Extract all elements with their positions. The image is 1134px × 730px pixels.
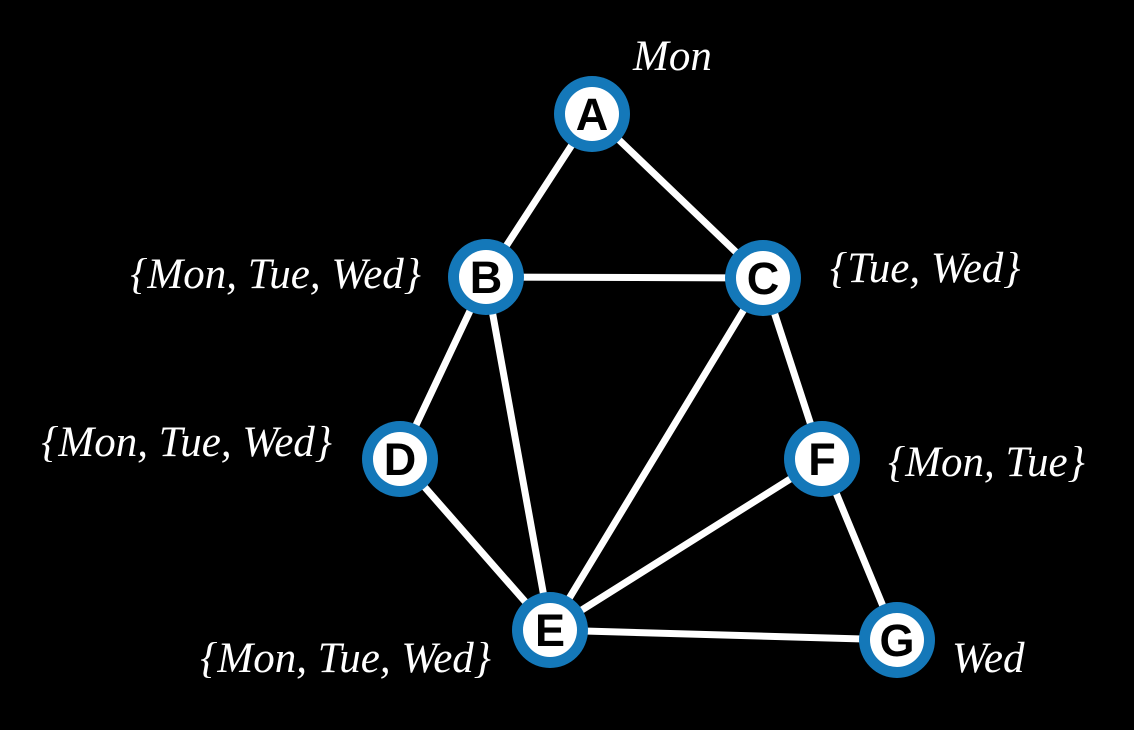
node-E: E [512,592,588,668]
labels-layer: Mon {Mon, Tue, Wed} {Tue, Wed} {Mon, Tue, W… [41,33,1085,682]
edge-E-G [546,626,901,644]
node-E-letter: E [535,605,565,656]
node-G: G [859,602,935,678]
node-C-domain-label: {Tue, Wed} [830,245,1020,292]
node-G-letter: G [879,615,914,666]
node-E-domain-label: {Mon, Tue, Wed} [200,635,491,682]
node-A-domain-label: Mon [632,33,712,80]
edges-layer [396,110,901,644]
node-B-letter: B [470,252,503,303]
node-D-domain-label: {Mon, Tue, Wed} [41,419,332,466]
node-B-body [459,250,513,304]
node-F-domain-label: {Mon, Tue} [888,439,1085,486]
edge-C-E [546,274,767,634]
edge-B-E [482,273,554,634]
node-B-domain-label: {Mon, Tue, Wed} [130,251,421,298]
node-F-body [795,432,849,486]
node-G-domain-label: Wed [952,635,1025,682]
nodes-layer: A B C D E F G [362,76,935,678]
edge-A-C [588,110,767,282]
node-A-letter: A [576,89,609,140]
node-B: B [448,239,524,315]
node-F-letter: F [808,434,836,485]
node-F: F [784,421,860,497]
node-G-body [870,613,924,667]
node-D: D [362,421,438,497]
node-C-letter: C [747,253,780,304]
edge-E-F [546,455,826,634]
node-C-body [736,251,790,305]
node-C: C [725,240,801,316]
node-A: A [554,76,630,152]
node-D-body [373,432,427,486]
node-D-letter: D [384,434,417,485]
edge-B-C [482,273,767,282]
node-A-body [565,87,619,141]
node-E-body [523,603,577,657]
